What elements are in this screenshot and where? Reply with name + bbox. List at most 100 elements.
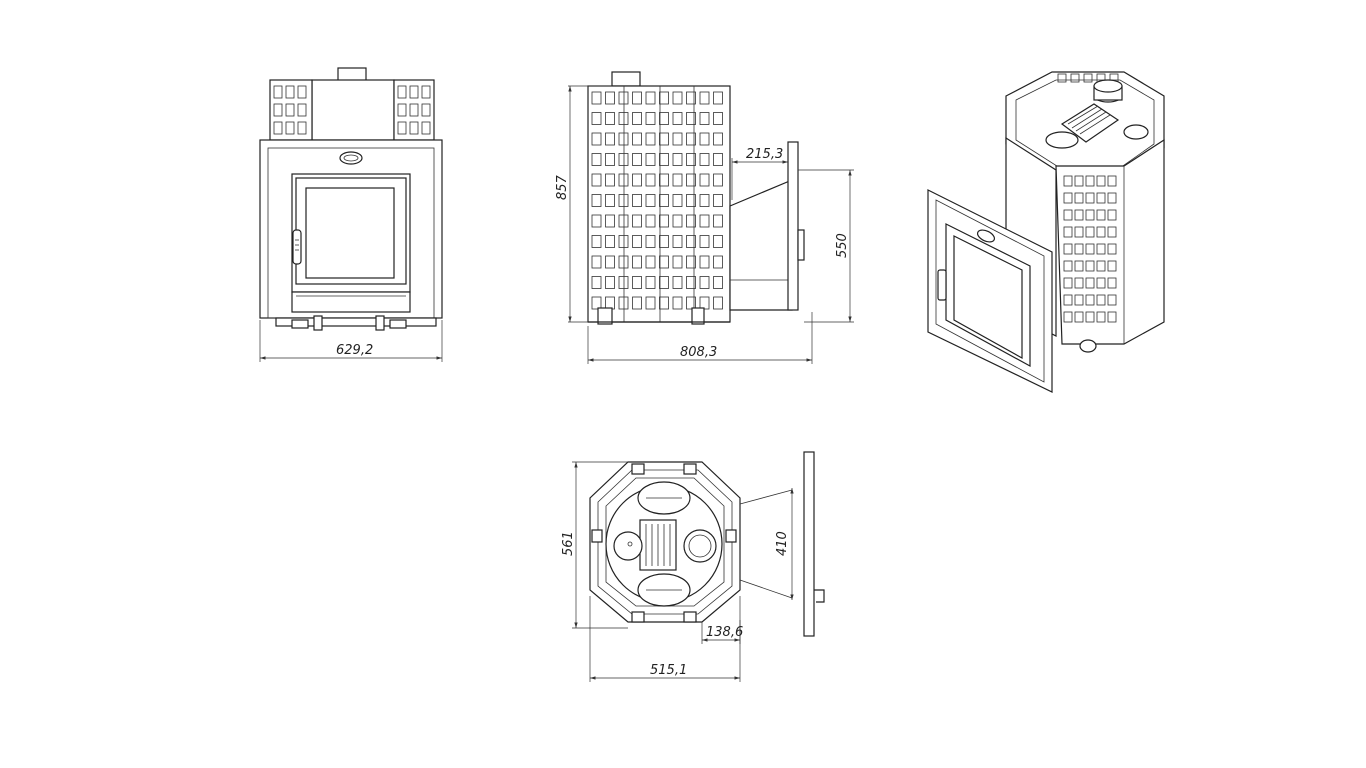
mesh-cutout (645, 214, 656, 228)
mesh-cutout (1107, 260, 1117, 272)
mesh-cutout (591, 91, 602, 105)
mesh-cutout (1096, 192, 1106, 204)
mesh-cutout (409, 121, 419, 135)
front-view: 629,2 (259, 67, 443, 362)
mesh-cutout (672, 296, 683, 310)
mesh-cutout (273, 103, 283, 117)
mesh-cutout (1063, 311, 1073, 323)
mesh-cutout (1074, 311, 1084, 323)
mesh-cutout (645, 276, 656, 289)
mesh-cutout (618, 194, 629, 207)
mesh-cutout (632, 255, 642, 269)
mesh-cutout (273, 121, 283, 135)
mesh-cutout (659, 173, 669, 187)
mesh-cutout (713, 276, 723, 289)
mesh-cutout (686, 91, 696, 105)
mesh-cutout (618, 296, 629, 310)
mesh-cutout (1085, 277, 1095, 289)
mesh-cutout (1063, 243, 1073, 255)
mesh-cutout (618, 153, 629, 166)
mesh-cutout (591, 255, 602, 269)
mesh-cutout (1107, 226, 1117, 238)
mesh-cutout (632, 296, 642, 310)
mesh-cutout (713, 173, 723, 187)
mesh-cutout (672, 132, 683, 146)
mesh-cutout (632, 235, 642, 248)
mesh-cutout (672, 153, 683, 166)
mesh-cutout (632, 112, 642, 125)
mesh-cutout (1063, 175, 1073, 187)
mesh-cutout (699, 112, 710, 125)
mesh-cutout (632, 153, 642, 166)
mesh-cutout (659, 214, 669, 228)
mesh-cutout (605, 132, 615, 146)
mesh-cutout (672, 91, 683, 105)
mesh-cutout (605, 153, 615, 166)
mesh-cutout (1096, 277, 1106, 289)
mesh-cutout (632, 91, 642, 105)
mesh-cutout (409, 85, 419, 99)
mesh-cutout (421, 85, 431, 99)
mesh-cutout (686, 235, 696, 248)
mesh-cutout (1085, 226, 1095, 238)
mesh-cutout (605, 255, 615, 269)
mesh-cutout (659, 255, 669, 269)
mesh-cutout (591, 112, 602, 125)
mesh-cutout (699, 214, 710, 228)
mesh-cutout (1063, 260, 1073, 272)
mesh-cutout (591, 276, 602, 289)
mesh-cutout (686, 194, 696, 207)
mesh-cutout (297, 85, 307, 99)
mesh-cutout (686, 132, 696, 146)
mesh-cutout (632, 276, 642, 289)
mesh-cutout (618, 214, 629, 228)
mesh-cutout (1096, 209, 1106, 221)
mesh-cutout (686, 296, 696, 310)
mesh-cutout (645, 173, 656, 187)
mesh-cutout (1107, 243, 1117, 255)
dim-door-height: 550 (835, 233, 850, 258)
mesh-cutout (645, 91, 656, 105)
mesh-cutout (1074, 226, 1084, 238)
mesh-cutout (672, 276, 683, 289)
mesh-cutout (659, 91, 669, 105)
mesh-cutout (605, 276, 615, 289)
mesh-cutout (686, 276, 696, 289)
dim-top-door-width: 410 (775, 531, 790, 556)
mesh-cutout (659, 112, 669, 125)
side-view: 857 808,3 215,3 550 (555, 71, 854, 364)
mesh-cutout (285, 85, 295, 99)
mesh-cutout (699, 235, 710, 248)
mesh-cutout (591, 132, 602, 146)
dim-side-height: 857 (555, 174, 570, 200)
mesh-cutout (285, 103, 295, 117)
mesh-cutout (713, 132, 723, 146)
mesh-cutout (699, 276, 710, 289)
mesh-cutout (591, 173, 602, 187)
dim-side-depth: 808,3 (680, 345, 717, 360)
mesh-cutout (605, 173, 615, 187)
mesh-cutout (1063, 192, 1073, 204)
logo-oval-icon (339, 151, 363, 165)
mesh-cutout (632, 214, 642, 228)
mesh-cutout (713, 194, 723, 207)
mesh-cutout (1096, 294, 1106, 306)
mesh-cutout (686, 255, 696, 269)
mesh-cutout (1083, 73, 1093, 83)
dim-top-door-offset: 138,6 (706, 625, 743, 640)
mesh-cutout (1107, 311, 1117, 323)
mesh-cutout (297, 103, 307, 117)
mesh-cutout (1085, 243, 1095, 255)
top-view: 561 515,1 410 138,6 (561, 451, 825, 682)
mesh-cutout (686, 173, 696, 187)
mesh-cutout (1085, 311, 1095, 323)
mesh-cutout (659, 276, 669, 289)
mesh-cutout (285, 121, 295, 135)
mesh-cutout (591, 153, 602, 166)
mesh-cutout (605, 235, 615, 248)
mesh-cutout (1074, 294, 1084, 306)
mesh-cutout (1085, 209, 1095, 221)
mesh-cutout (1063, 294, 1073, 306)
mesh-cutout (632, 173, 642, 187)
